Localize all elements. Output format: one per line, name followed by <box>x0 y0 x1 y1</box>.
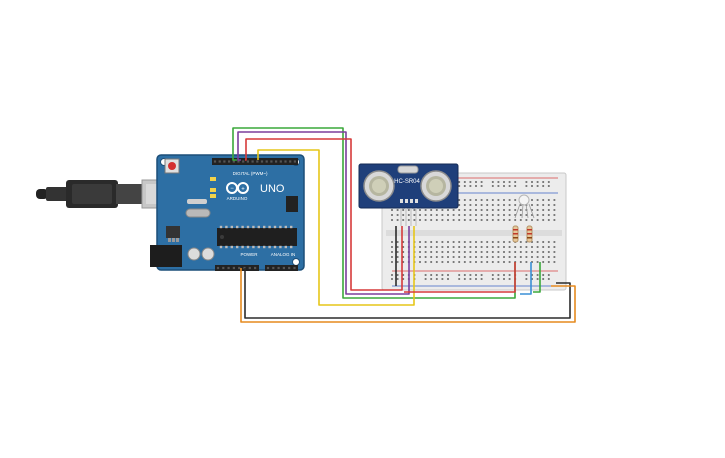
voltage-regulator <box>166 226 180 238</box>
resistor-2[interactable] <box>526 225 533 243</box>
atmega-chip <box>217 228 297 246</box>
led-l <box>210 177 216 181</box>
power-label: POWER <box>240 252 258 257</box>
wire-blue[interactable] <box>520 262 532 295</box>
receiver-transducer <box>420 170 452 202</box>
digital-header-holes <box>213 160 296 163</box>
icsp-header <box>286 196 298 212</box>
led-tx <box>210 188 216 192</box>
wires <box>232 127 576 323</box>
wire-orange[interactable] <box>240 268 576 323</box>
rgb-led[interactable] <box>514 194 535 219</box>
wire-red[interactable] <box>245 138 403 291</box>
svg-text:+: + <box>241 187 245 193</box>
led-rx <box>210 194 216 198</box>
wire-green-1[interactable] <box>232 127 516 299</box>
capacitor-2 <box>201 247 215 261</box>
capacitor-1 <box>187 247 201 261</box>
wire-black[interactable] <box>244 268 571 319</box>
digital-label: DIGITAL (PWM~) <box>233 171 268 176</box>
reset-button[interactable] <box>164 158 180 174</box>
analog-label: ANALOG IN <box>271 252 296 257</box>
crystal <box>187 199 207 204</box>
dc-power-jack[interactable] <box>150 245 182 267</box>
oscillator <box>185 208 211 218</box>
breadboard-center-channel <box>386 230 562 236</box>
bottom-header-holes <box>216 266 296 270</box>
arduino-logo-text: ARDUINO <box>227 196 248 201</box>
sensor-crystal <box>397 165 419 174</box>
resistor-1[interactable] <box>512 225 519 243</box>
arduino-board[interactable]: DIGITAL (PWM~) − + ARDUINO UNO <box>150 154 305 271</box>
svg-text:−: − <box>230 186 234 192</box>
transmitter-transducer <box>363 170 395 202</box>
sensor-label: HC-SR04 <box>394 179 420 185</box>
ultrasonic-sensor[interactable]: HC-SR04 <box>358 163 459 226</box>
sensor-pins[interactable] <box>400 199 418 203</box>
breadboard-holes <box>391 181 556 280</box>
analog-header[interactable] <box>265 265 298 271</box>
digital-header[interactable] <box>212 158 298 165</box>
power-header[interactable] <box>215 265 259 271</box>
wire-red-rail[interactable] <box>404 262 516 293</box>
wire-purple[interactable] <box>237 131 410 295</box>
chip-pins <box>219 225 293 249</box>
wire-green-2[interactable] <box>533 262 541 293</box>
uno-label: UNO <box>260 183 285 195</box>
arduino-logo: − + <box>226 182 249 194</box>
